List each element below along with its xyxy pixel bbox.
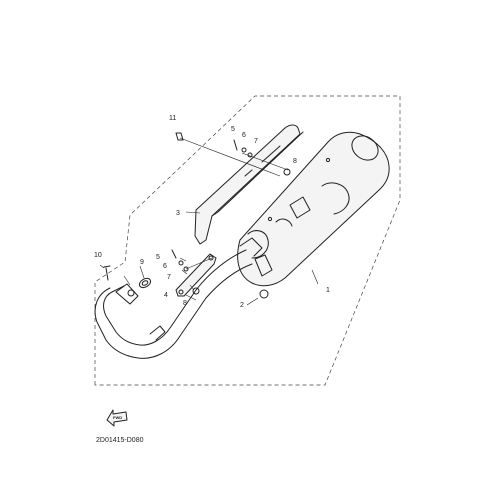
- callout-9: 9: [140, 259, 144, 266]
- callout-5a: 5: [231, 126, 235, 133]
- gasket-part[interactable]: [138, 277, 152, 290]
- bolt-part[interactable]: [103, 265, 111, 281]
- callout-5b: 5: [156, 254, 160, 261]
- assembly-boundary: [94, 95, 401, 386]
- callout-6a: 6: [242, 132, 246, 139]
- callout-11: 11: [169, 115, 176, 122]
- fasteners: [171, 132, 291, 295]
- svg-text:FWD: FWD: [113, 415, 122, 420]
- callout-3: 3: [176, 210, 180, 217]
- callout-1: 1: [326, 287, 330, 294]
- diagram-code: 2D01415-D080: [96, 437, 144, 444]
- heat-protector-part[interactable]: [194, 124, 304, 245]
- callout-2: 2: [240, 302, 244, 309]
- fwd-arrow-icon: FWD: [106, 409, 128, 427]
- callout-7b: 7: [167, 274, 171, 281]
- leader-lines: [99, 137, 319, 306]
- callout-8a: 8: [293, 158, 297, 165]
- callout-8b: 8: [183, 300, 187, 307]
- callout-7a: 7: [254, 138, 258, 145]
- muffler-part[interactable]: [237, 131, 390, 287]
- callout-4: 4: [164, 292, 168, 299]
- callout-6b: 6: [163, 263, 167, 270]
- bracket-part[interactable]: [175, 253, 217, 297]
- callout-10: 10: [94, 252, 102, 259]
- exhaust-pipe-part[interactable]: [94, 237, 273, 359]
